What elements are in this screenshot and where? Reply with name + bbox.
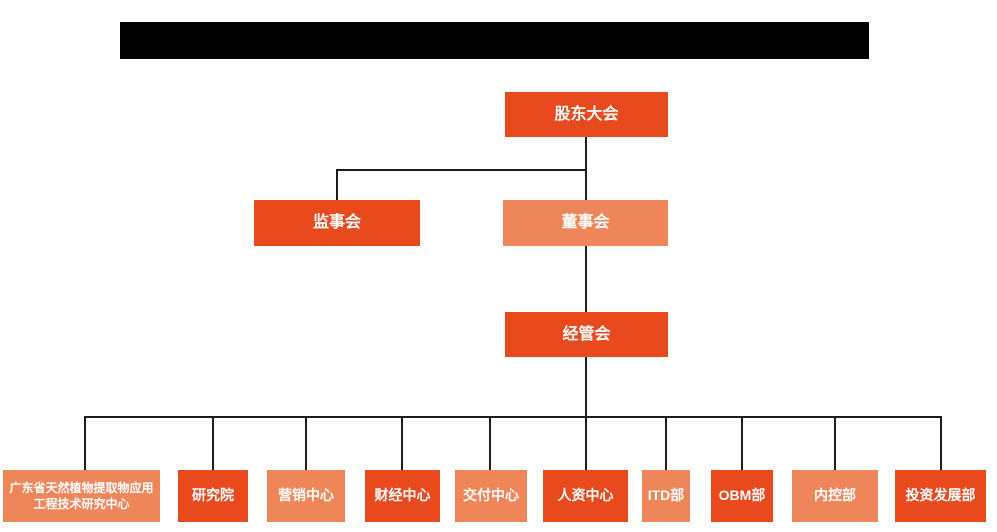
connector-drop-finance-center: [401, 416, 403, 470]
org-node-label: 交付中心: [463, 487, 519, 504]
org-node-marketing-center: 营销中心: [267, 470, 345, 522]
org-node-gd-plant-extract-research-center: 广东省天然植物提取物应用工程技术研究中心: [3, 470, 160, 522]
connector-drop-investment-development-dept: [940, 416, 942, 470]
org-node-label: 股东大会: [554, 105, 619, 123]
org-node-delivery-center: 交付中心: [455, 470, 527, 522]
connector-bottom-bus: [84, 416, 942, 418]
connector-board-to-management: [585, 246, 587, 312]
org-node-label: 内控部: [814, 487, 856, 504]
connector-management-to-bus: [585, 357, 587, 417]
connector-shareholders-to-level2: [585, 137, 587, 200]
org-node-internal-control-dept: 内控部: [792, 470, 878, 522]
org-node-finance-center: 财经中心: [365, 470, 440, 522]
connector-drop-research-center: [84, 416, 86, 470]
org-node-label: ITD部: [647, 487, 685, 504]
org-node-obm-dept: OBM部: [711, 470, 773, 522]
org-node-label: 经管会: [562, 325, 611, 343]
org-node-management-committee: 经管会: [505, 312, 668, 357]
org-node-itd-dept: ITD部: [642, 470, 690, 522]
org-node-investment-development-dept: 投资发展部: [895, 470, 986, 522]
org-node-board-of-directors: 董事会: [503, 200, 668, 246]
org-node-shareholders-meeting: 股东大会: [505, 92, 668, 137]
org-node-label: 人资中心: [557, 487, 614, 504]
connector-level2-horizontal: [336, 169, 587, 171]
org-node-label: 广东省天然植物提取物应用工程技术研究中心: [9, 480, 154, 511]
connector-drop-delivery-center: [489, 416, 491, 470]
org-node-label: 研究院: [192, 487, 234, 504]
org-node-supervisory-board: 监事会: [254, 200, 420, 246]
org-node-label: OBM部: [718, 487, 766, 504]
redacted-title-bar: [120, 22, 869, 59]
org-node-label: 营销中心: [278, 487, 334, 504]
connector-drop-internal-control-dept: [834, 416, 836, 470]
org-node-label: 投资发展部: [905, 487, 976, 504]
connector-drop-marketing-center: [305, 416, 307, 470]
connector-drop-obm-dept: [741, 416, 743, 470]
org-node-label: 财经中心: [374, 487, 431, 504]
connector-drop-research-institute: [212, 416, 214, 470]
connector-drop-hr-center: [585, 416, 587, 470]
connector-drop-supervisory: [336, 169, 338, 200]
org-node-label: 监事会: [312, 214, 361, 231]
org-node-hr-center: 人资中心: [543, 470, 628, 522]
org-node-research-institute: 研究院: [178, 470, 248, 522]
connector-drop-itd-dept: [665, 416, 667, 470]
org-node-label: 董事会: [561, 214, 610, 231]
